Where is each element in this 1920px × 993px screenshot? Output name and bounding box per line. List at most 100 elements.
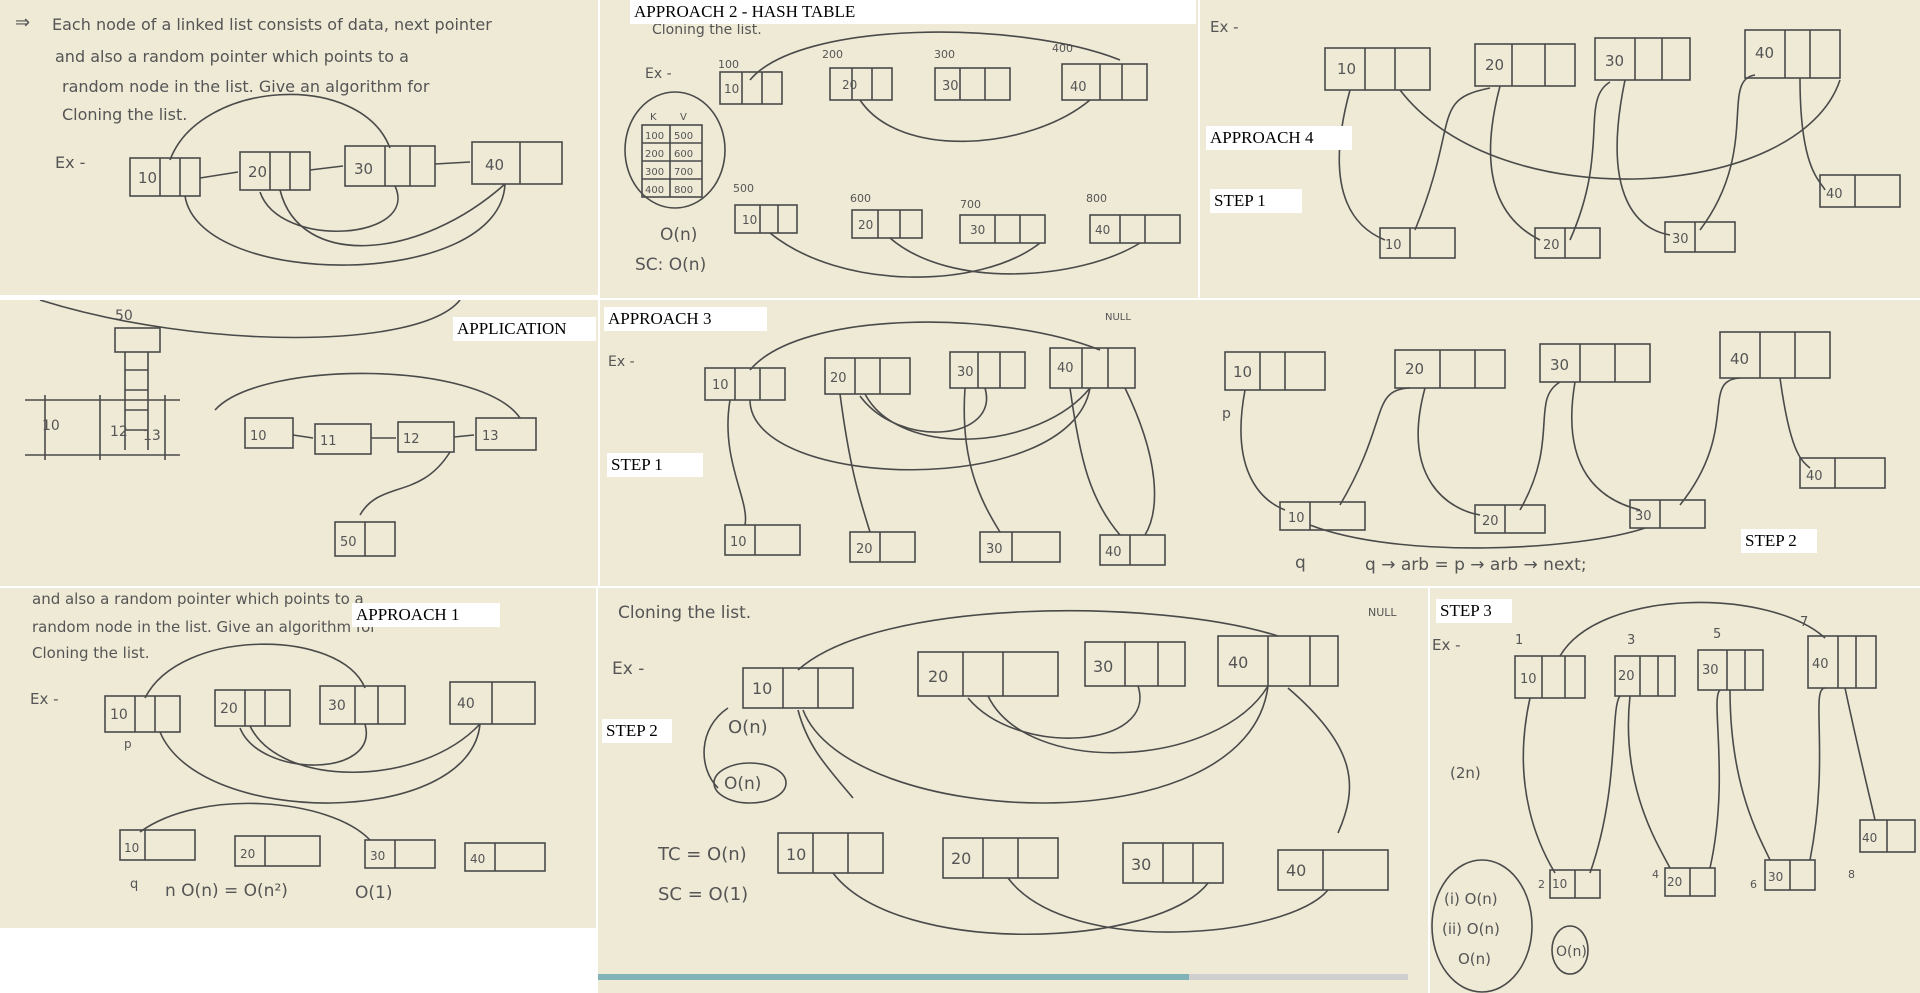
label-approach-4: APPROACH 4 — [1206, 126, 1352, 150]
svg-text:40: 40 — [1755, 44, 1774, 62]
svg-text:20: 20 — [1485, 56, 1504, 74]
svg-text:q: q — [1295, 553, 1306, 573]
svg-text:300: 300 — [645, 167, 664, 178]
svg-text:Ex -: Ex - — [1432, 636, 1461, 654]
arrow-mark: ⇒ — [15, 12, 30, 33]
svg-text:40: 40 — [1730, 350, 1749, 368]
svg-text:6: 6 — [1750, 878, 1757, 891]
svg-text:10: 10 — [1337, 60, 1356, 78]
svg-text:30: 30 — [354, 160, 373, 178]
linked-list — [129, 93, 563, 266]
svg-text:2: 2 — [1538, 878, 1545, 891]
approach-3-drawing: Ex - NULL 10 20 30 40 10 20 30 40 — [608, 312, 1166, 566]
original-list — [719, 31, 1148, 143]
time-complexity: O(n) — [660, 225, 697, 245]
svg-text:200: 200 — [822, 48, 843, 61]
svg-text:20: 20 — [240, 847, 255, 861]
svg-text:30: 30 — [1635, 509, 1652, 524]
svg-text:10: 10 — [124, 841, 139, 855]
sc-label: SC = O(1) — [658, 884, 748, 905]
svg-text:20: 20 — [220, 701, 238, 717]
svg-text:Ex -: Ex - — [612, 659, 644, 679]
svg-text:30: 30 — [1702, 663, 1719, 678]
svg-text:K: K — [650, 112, 657, 123]
svg-text:10: 10 — [1233, 363, 1252, 381]
svg-text:10: 10 — [250, 429, 267, 444]
svg-text:50: 50 — [340, 535, 357, 550]
svg-text:30: 30 — [970, 223, 985, 237]
svg-text:40: 40 — [470, 852, 485, 866]
svg-text:40: 40 — [1228, 653, 1248, 672]
tc-label: TC = O(n) — [657, 844, 747, 865]
svg-text:4: 4 — [1652, 868, 1659, 881]
label-approach-1: APPROACH 1 — [352, 603, 500, 627]
svg-text:100: 100 — [645, 131, 664, 142]
panel-approach-4-step-3: Ex - 1 3 5 7 10 20 30 40 (2n) 10 20 30 4… — [1430, 588, 1920, 993]
panel-approach-1: and also a random pointer which points t… — [0, 588, 596, 928]
problem-line-3: random node in the list. Give an algorit… — [62, 77, 430, 96]
clone-list — [734, 204, 1181, 278]
svg-text:13: 13 — [482, 429, 499, 444]
panel-application: 50 10 12 13 10 11 12 13 50 — [0, 300, 598, 586]
svg-text:700: 700 — [674, 167, 693, 178]
svg-text:40: 40 — [1806, 469, 1823, 484]
svg-text:700: 700 — [960, 198, 981, 211]
svg-text:20: 20 — [1667, 875, 1682, 889]
svg-text:13: 13 — [143, 428, 161, 444]
svg-text:O(n): O(n) — [1458, 950, 1491, 968]
problem-line-1: Each node of a linked list consists of d… — [52, 15, 492, 34]
svg-text:600: 600 — [850, 192, 871, 205]
svg-text:30: 30 — [1605, 52, 1624, 70]
svg-text:10: 10 — [1288, 511, 1305, 526]
svg-text:O(n): O(n) — [724, 774, 761, 794]
svg-text:10: 10 — [110, 707, 128, 723]
svg-text:20: 20 — [858, 218, 873, 232]
svg-text:V: V — [680, 112, 687, 123]
svg-text:10: 10 — [1552, 877, 1567, 891]
svg-text:400: 400 — [645, 185, 664, 196]
label-approach-4-step-3: STEP 3 — [1436, 599, 1512, 623]
svg-text:10: 10 — [786, 845, 806, 864]
svg-text:Ex -: Ex - — [608, 354, 635, 370]
svg-text:30: 30 — [957, 365, 974, 380]
label-approach-4-step-1: STEP 1 — [1210, 189, 1302, 213]
svg-text:800: 800 — [674, 185, 693, 196]
svg-text:5: 5 — [1713, 627, 1721, 642]
svg-text:8: 8 — [1848, 868, 1855, 881]
approach-1-drawing: and also a random pointer which points t… — [30, 590, 546, 903]
svg-text:200: 200 — [645, 149, 664, 160]
panel-approach-3-step-1: Ex - NULL 10 20 30 40 10 20 30 40 — [600, 300, 1200, 586]
label-approach-3-step-2: STEP 2 — [602, 719, 672, 743]
svg-text:40: 40 — [1826, 187, 1843, 202]
svg-text:12: 12 — [403, 432, 420, 447]
approach-1-formula: n O(n) = O(n²) — [165, 881, 288, 901]
address-labels: 100 200 300 400 — [718, 42, 1073, 71]
video-progress-fill — [598, 974, 1190, 980]
svg-text:20: 20 — [951, 849, 971, 868]
svg-text:500: 500 — [674, 131, 693, 142]
step-2-formula: q → arb = p → arb → next; — [1365, 555, 1587, 575]
svg-text:Ex -: Ex - — [1210, 18, 1239, 36]
svg-text:10: 10 — [1385, 238, 1402, 253]
svg-text:and also a random pointer whic: and also a random pointer which points t… — [32, 590, 364, 608]
svg-text:10: 10 — [712, 378, 729, 393]
svg-text:20: 20 — [856, 542, 873, 557]
svg-text:600: 600 — [674, 149, 693, 160]
svg-text:12: 12 — [110, 424, 128, 440]
svg-text:10: 10 — [138, 169, 157, 187]
svg-text:NULL: NULL — [1105, 312, 1131, 323]
svg-text:3: 3 — [1627, 633, 1635, 648]
svg-text:40: 40 — [1286, 861, 1306, 880]
original-list — [1324, 29, 1841, 91]
svg-text:30: 30 — [1131, 855, 1151, 874]
svg-text:40: 40 — [1105, 545, 1122, 560]
svg-text:40: 40 — [1095, 223, 1110, 237]
svg-text:20: 20 — [1543, 238, 1560, 253]
two-n-label: (2n) — [1450, 764, 1481, 782]
label-approach-3: APPROACH 3 — [604, 307, 767, 331]
video-progress-bar[interactable] — [598, 974, 1408, 980]
svg-text:1: 1 — [1515, 633, 1523, 648]
svg-text:p: p — [1222, 406, 1231, 422]
panel-approach-3-step-2: Cloning the list. NULL Ex - 10 20 30 40 … — [598, 588, 1428, 993]
svg-text:20: 20 — [1618, 669, 1635, 684]
